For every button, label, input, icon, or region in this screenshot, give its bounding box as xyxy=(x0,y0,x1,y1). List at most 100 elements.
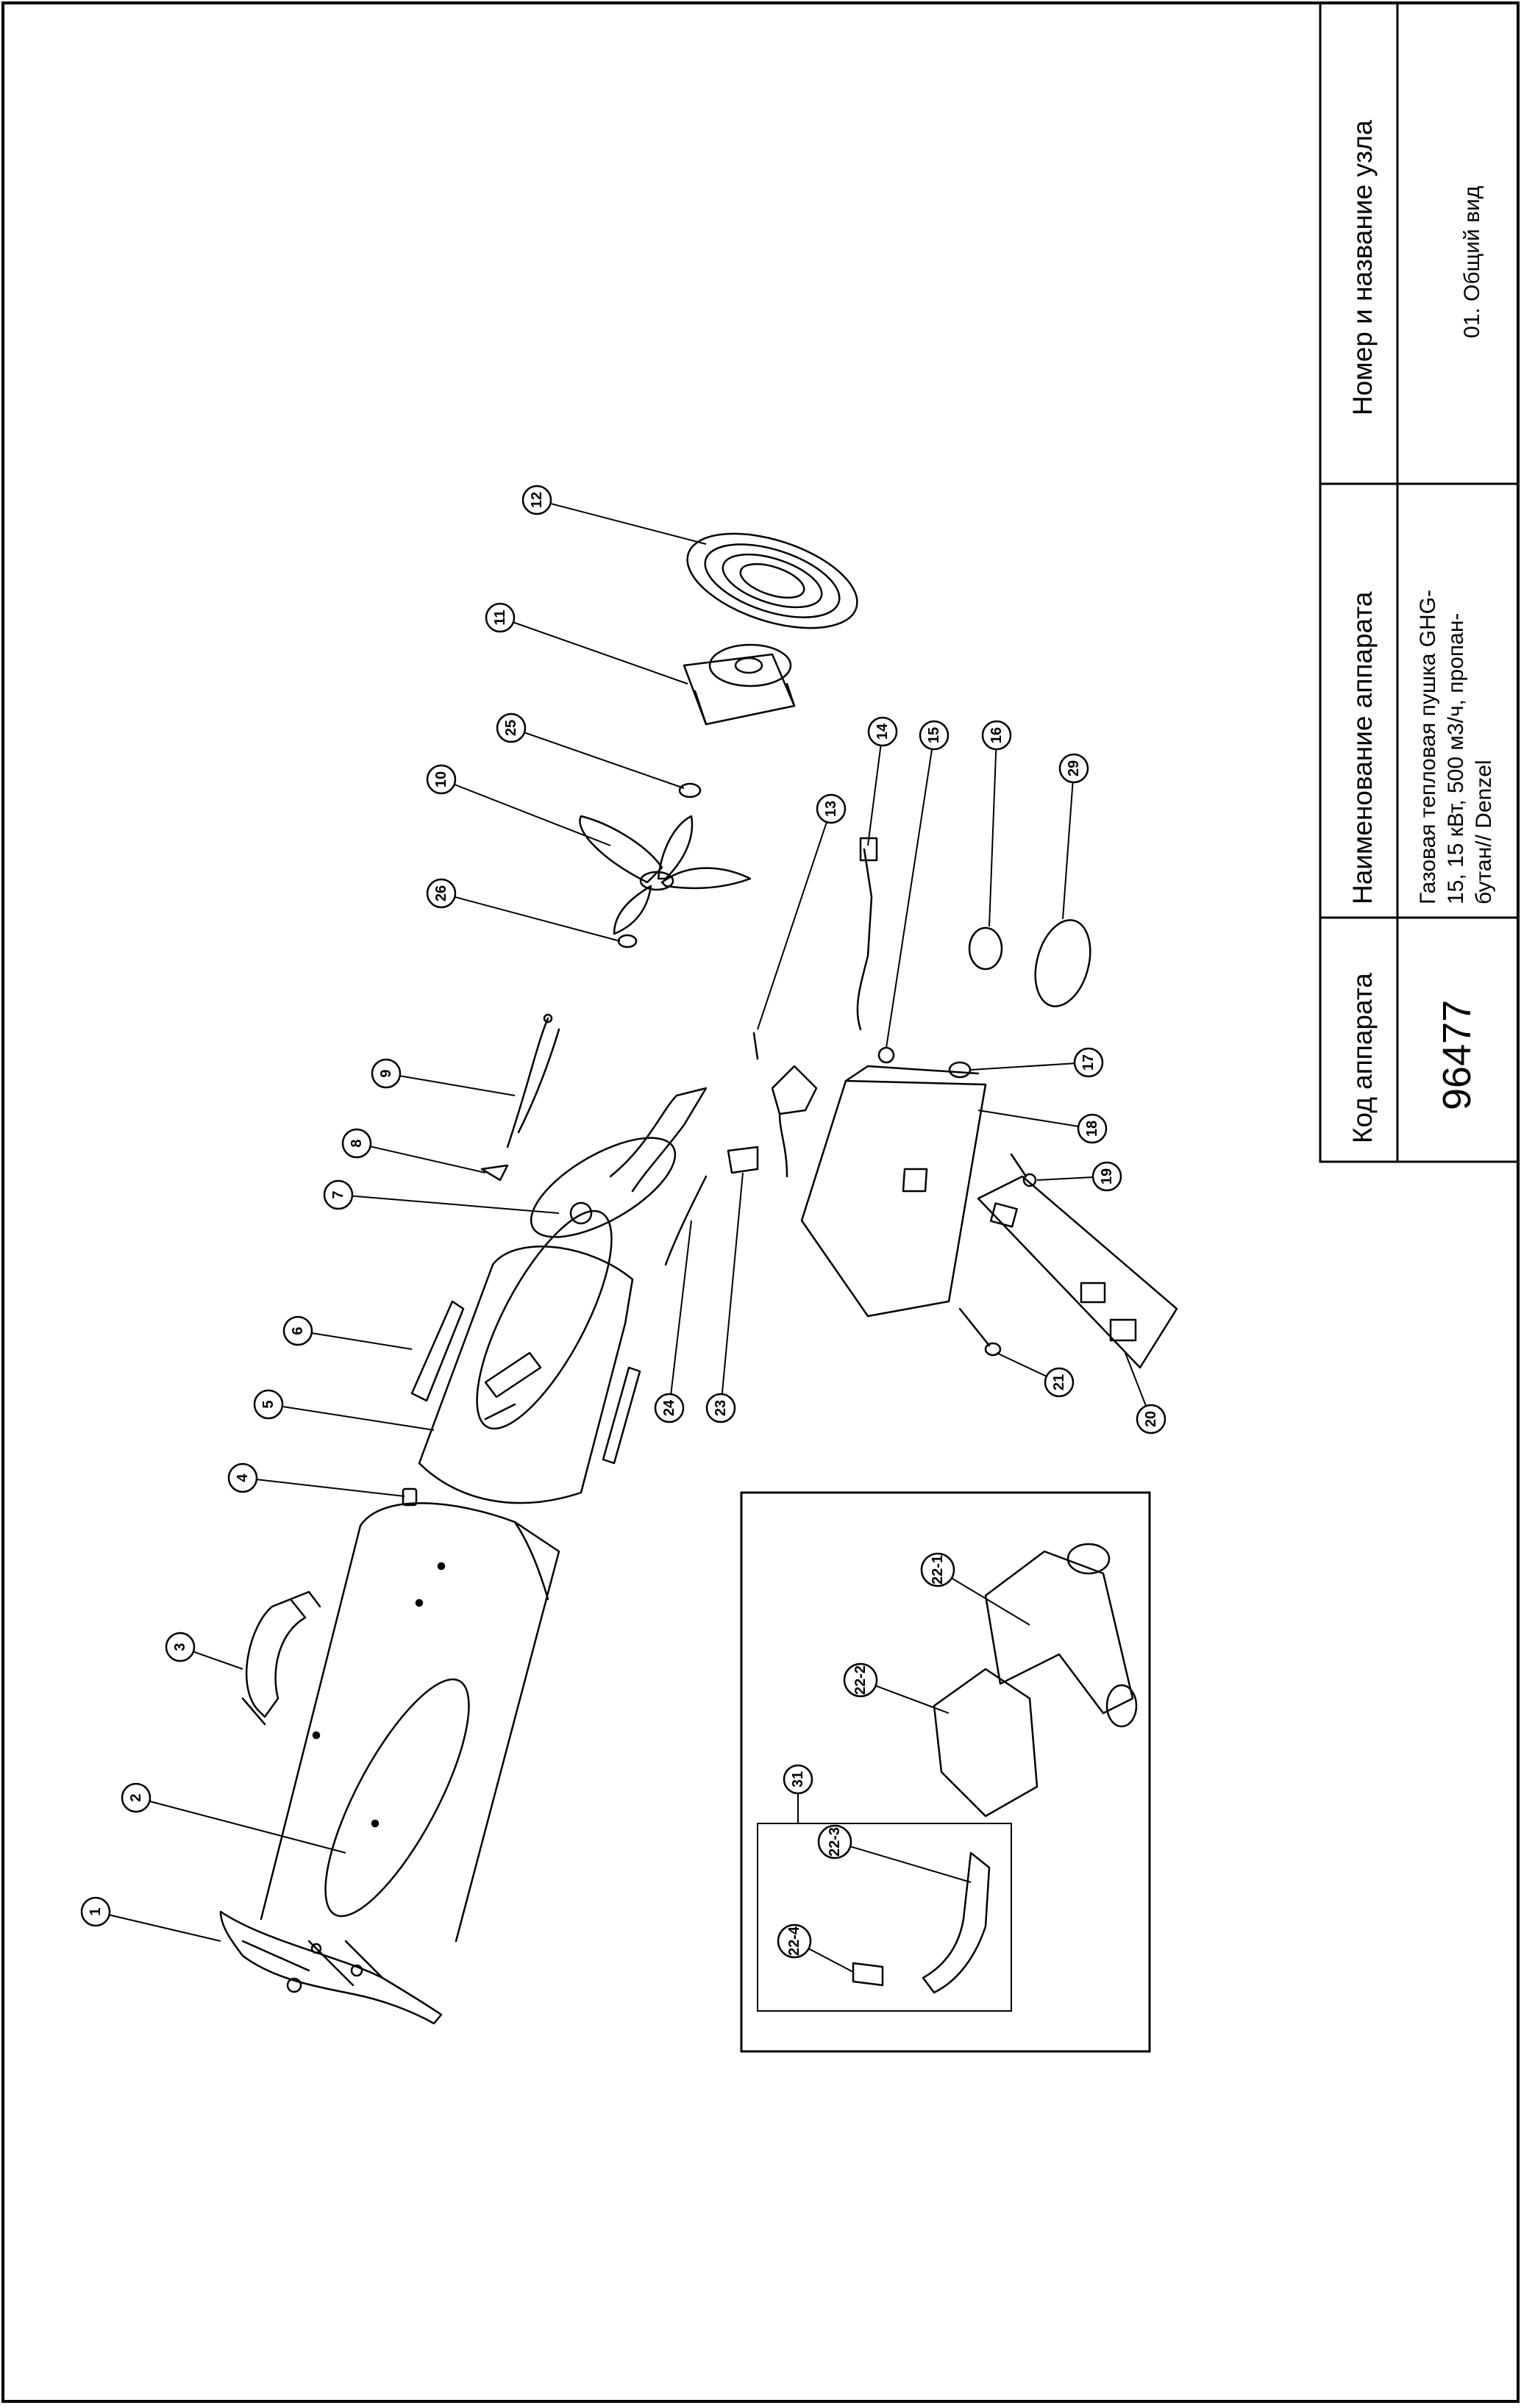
part-7-burner-plate xyxy=(530,1087,708,1238)
title-block xyxy=(1319,1,1520,1163)
unit-label: Номер и название узла xyxy=(1347,120,1378,415)
callout-label-2: 2 xyxy=(128,1793,144,1801)
callout-balloon-31 xyxy=(783,1764,813,1795)
callout-label-14: 14 xyxy=(875,723,891,740)
callout-label-25: 25 xyxy=(503,720,519,736)
callout-balloon-4 xyxy=(227,1462,258,1493)
callout-label-22-2: 22-2 xyxy=(852,1665,869,1695)
callout-label-10: 10 xyxy=(433,771,449,787)
part-16-knob xyxy=(968,926,1003,971)
part-15-grommet xyxy=(877,1046,895,1064)
part-6-brackets xyxy=(410,1300,641,1465)
part-12-fan-guard xyxy=(686,532,858,629)
callout-label-9: 9 xyxy=(378,1069,394,1077)
callout-balloon-16 xyxy=(981,720,1012,751)
callout-balloon-22-4 xyxy=(777,1923,812,1959)
part-25-washer xyxy=(678,782,702,799)
callout-label-7: 7 xyxy=(330,1190,346,1198)
callout-label-16: 16 xyxy=(989,727,1005,743)
callout-balloon-11 xyxy=(485,602,516,633)
callout-balloon-22-1 xyxy=(920,1552,955,1587)
callout-balloon-5 xyxy=(253,1389,284,1420)
callout-label-8: 8 xyxy=(349,1139,365,1147)
part-22-3-elbow-tube xyxy=(922,1851,991,1994)
callout-label-19: 19 xyxy=(1099,1168,1115,1185)
leader-line-2 xyxy=(135,1797,346,1854)
part-29-gasket-ring xyxy=(1034,919,1091,1007)
leader-line-12 xyxy=(536,499,707,545)
leader-line-11 xyxy=(499,617,688,685)
leader-line-22-3 xyxy=(834,1841,972,1883)
callout-label-13: 13 xyxy=(823,801,839,817)
callout-label-22-1: 22-1 xyxy=(930,1555,946,1585)
callout-balloon-22-3 xyxy=(817,1824,852,1859)
callout-balloon-15 xyxy=(919,720,950,751)
callout-balloon-3 xyxy=(165,1632,196,1662)
callout-balloon-13 xyxy=(816,793,847,824)
leader-line-15 xyxy=(886,735,935,1048)
part-26-washer xyxy=(617,934,638,948)
part-4-fitting xyxy=(402,1487,418,1507)
callout-balloon-14 xyxy=(867,716,898,747)
callout-balloon-7 xyxy=(323,1179,354,1210)
part-1-bracket xyxy=(219,1910,443,2025)
callout-label-26: 26 xyxy=(433,885,449,901)
callout-label-18: 18 xyxy=(1084,1121,1100,1137)
gas-valve xyxy=(771,1065,818,1178)
callout-balloon-21 xyxy=(1044,1367,1075,1398)
part-17-cap xyxy=(948,1061,972,1079)
leader-line-14 xyxy=(867,731,883,846)
leader-line-25 xyxy=(510,727,685,789)
callout-label-3: 3 xyxy=(172,1643,188,1651)
callout-balloon-8 xyxy=(341,1128,372,1159)
callout-label-5: 5 xyxy=(260,1400,277,1408)
callout-label-6: 6 xyxy=(290,1326,306,1335)
callout-label-11: 11 xyxy=(492,610,508,625)
part-21-ignition-button xyxy=(958,1307,1002,1357)
callout-balloon-26 xyxy=(426,878,457,909)
part-24-electrode xyxy=(664,1175,708,1266)
valve-detail-box xyxy=(740,1491,1151,2053)
part-22-4-nipple xyxy=(852,1962,884,1987)
callout-label-1: 1 xyxy=(88,1907,104,1915)
part-19-bushing xyxy=(1010,1153,1037,1187)
leader-line-29 xyxy=(1062,768,1075,920)
callout-label-20: 20 xyxy=(1143,1411,1159,1427)
leader-line-13 xyxy=(757,808,832,1030)
leader-line-4 xyxy=(242,1477,405,1497)
callout-balloon-23 xyxy=(705,1393,736,1423)
callout-balloon-6 xyxy=(282,1315,313,1346)
part-9-thermocouple xyxy=(506,1013,560,1148)
part-5-combustion-chamber xyxy=(418,1210,634,1504)
unit-value: 01. Общий вид xyxy=(1460,185,1484,338)
leader-line-9 xyxy=(385,1073,516,1096)
part-22-2-solenoid xyxy=(933,1668,1039,1818)
leader-line-5 xyxy=(268,1404,435,1431)
part-13-pin xyxy=(752,1032,759,1060)
leader-line-7 xyxy=(338,1194,560,1214)
callout-label-23: 23 xyxy=(713,1400,729,1416)
part-3-handle xyxy=(241,1590,321,1726)
callout-label-4: 4 xyxy=(235,1473,251,1482)
name-value-line-1: Газовая тепловая пушка GHG- xyxy=(1416,589,1440,904)
name-label: Наименование аппарата xyxy=(1347,591,1378,904)
code-label: Код аппарата xyxy=(1347,973,1378,1143)
callout-balloon-25 xyxy=(496,712,527,743)
leader-line-23 xyxy=(720,1172,744,1409)
callout-balloon-24 xyxy=(654,1393,685,1423)
part-18-control-housing xyxy=(800,1065,987,1318)
callout-label-22-3: 22-3 xyxy=(827,1827,843,1857)
code-value: 96477 xyxy=(1435,999,1479,1110)
callout-balloon-29 xyxy=(1058,753,1089,784)
callout-balloon-19 xyxy=(1091,1161,1122,1192)
callout-balloon-22-2 xyxy=(843,1662,878,1698)
leader-line-6 xyxy=(297,1330,413,1350)
callout-balloon-9 xyxy=(371,1058,402,1089)
callout-label-29: 29 xyxy=(1066,760,1082,776)
callout-label-21: 21 xyxy=(1051,1374,1067,1390)
callout-balloon-2 xyxy=(121,1782,152,1813)
part-14-power-cord xyxy=(856,837,878,1031)
